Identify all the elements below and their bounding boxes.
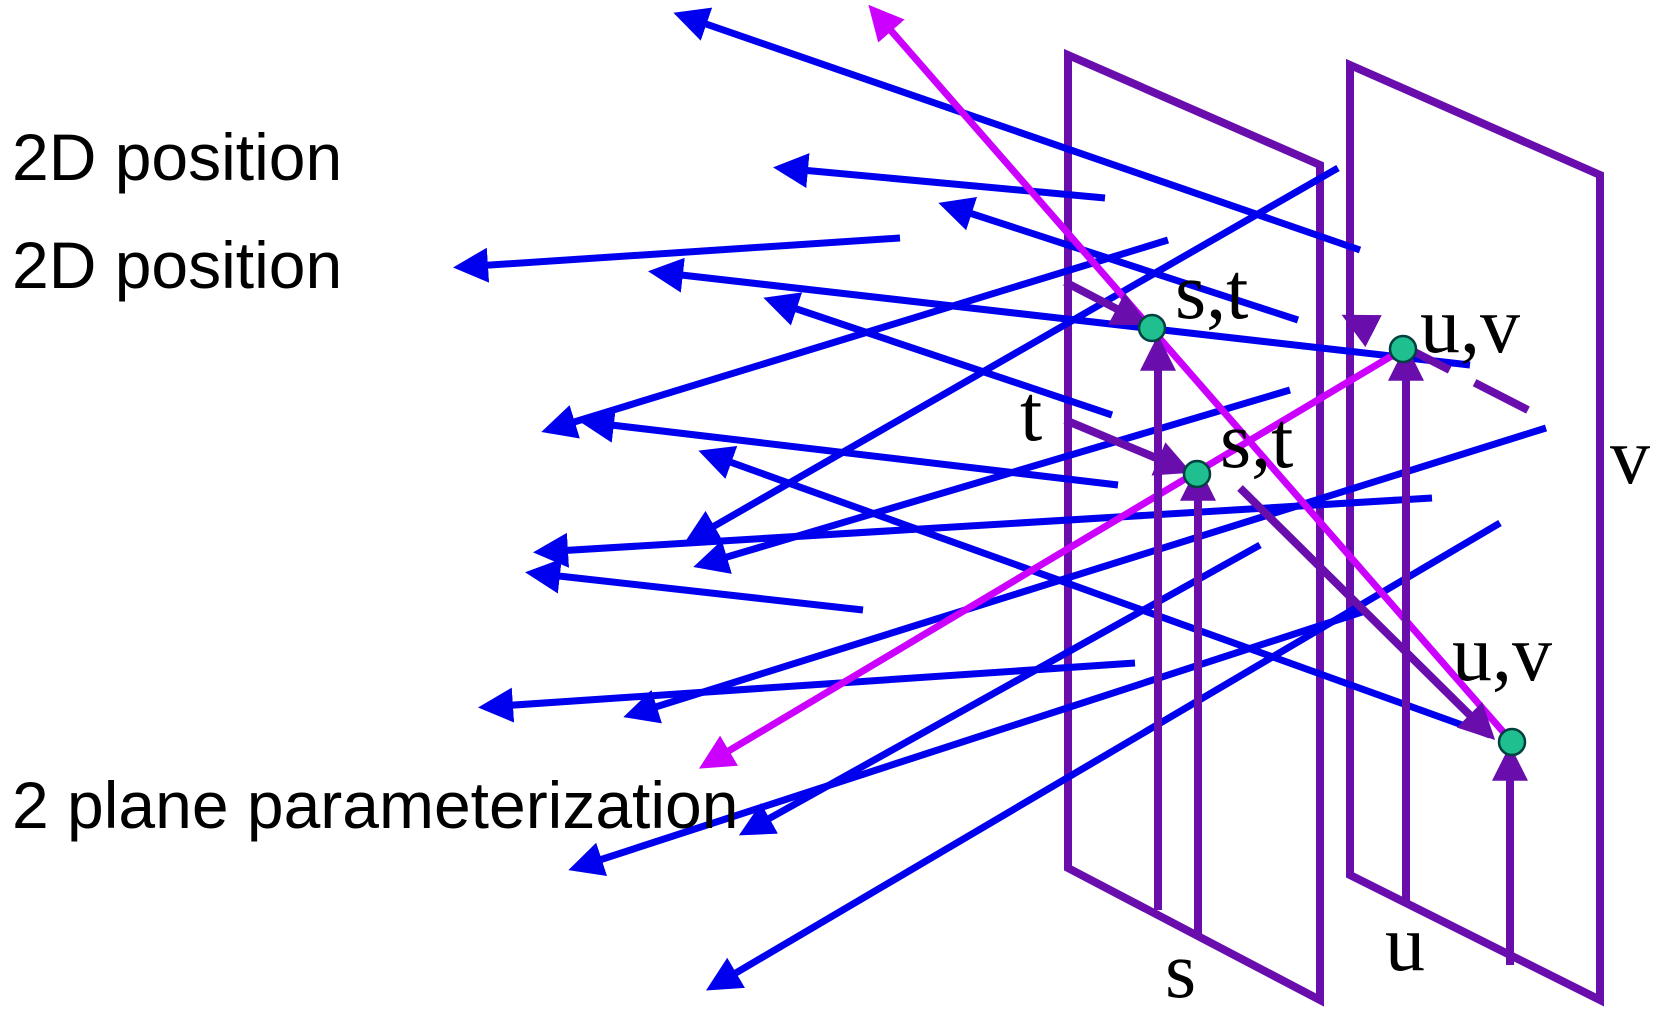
uv-label-upper: u,v — [1420, 282, 1520, 370]
uv-plane — [1346, 58, 1604, 1007]
coordinate-arrows — [1063, 278, 1530, 965]
s-axis-label: s — [1165, 927, 1196, 1009]
position-label-2: 2D position — [12, 228, 342, 302]
intersection-points — [1137, 313, 1527, 757]
st-plane — [1064, 48, 1324, 1007]
u-axis-label: u — [1385, 900, 1425, 988]
v-axis-label: v — [1610, 413, 1650, 501]
st-point-lower — [1182, 459, 1212, 489]
uv-point-upper — [1388, 334, 1418, 364]
st-label-lower: s,t — [1220, 397, 1293, 485]
st-label-upper: s,t — [1175, 248, 1248, 336]
t-axis-label: t — [1020, 370, 1042, 458]
blue-rays — [453, 7, 1548, 991]
st-point-upper — [1137, 313, 1167, 343]
parameterization-label: 2 plane parameterization — [12, 768, 738, 842]
position-label-1: 2D position — [12, 120, 342, 194]
uv-label-lower: u,v — [1452, 610, 1552, 698]
uv-point-lower — [1497, 727, 1527, 757]
